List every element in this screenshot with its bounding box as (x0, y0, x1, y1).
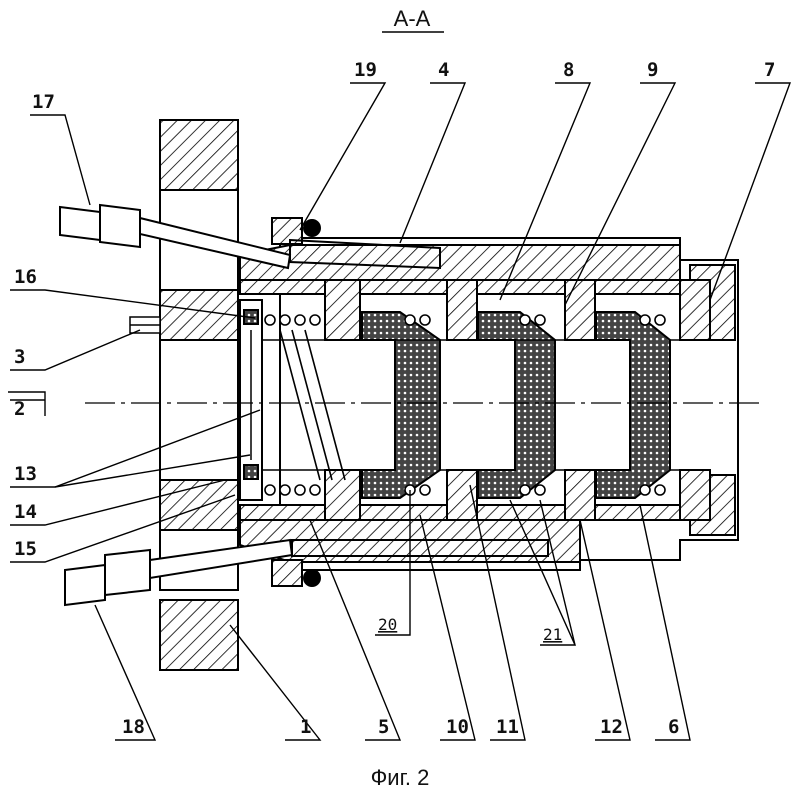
label-2: 2 (14, 398, 25, 420)
label-6: 6 (668, 716, 679, 738)
label-21: 21 (543, 625, 562, 644)
label-11: 11 (496, 716, 519, 738)
label-1: 1 (300, 716, 311, 738)
end-cover (239, 299, 263, 501)
label-3: 3 (14, 346, 25, 368)
fitting-bottom (64, 538, 549, 607)
label-9: 9 (647, 59, 658, 81)
partition-rings (324, 279, 711, 521)
screw (129, 316, 161, 334)
label-13: 13 (14, 463, 37, 485)
label-15: 15 (14, 538, 37, 560)
label-8: 8 (563, 59, 574, 81)
label-20: 20 (378, 615, 397, 634)
label-18: 18 (122, 716, 145, 738)
fitting-top (59, 203, 441, 270)
leader-lines (10, 82, 792, 741)
label-4: 4 (438, 59, 449, 81)
figure-caption: Фиг. 2 (371, 765, 430, 790)
label-5: 5 (378, 716, 389, 738)
spring-coils (264, 314, 666, 496)
label-12: 12 (600, 716, 623, 738)
label-2-box (8, 391, 46, 416)
label-7: 7 (764, 59, 775, 81)
label-16: 16 (14, 266, 37, 288)
label-17: 17 (32, 91, 55, 113)
label-19: 19 (354, 59, 377, 81)
o-rings (303, 219, 321, 587)
part-labels: 1 2 3 4 5 6 7 8 9 10 11 12 13 14 15 16 1… (14, 59, 775, 738)
flange (159, 119, 239, 671)
label-14: 14 (14, 501, 37, 523)
label-10: 10 (446, 716, 469, 738)
conical-seals (361, 311, 671, 499)
section-title: A-A (394, 6, 431, 31)
